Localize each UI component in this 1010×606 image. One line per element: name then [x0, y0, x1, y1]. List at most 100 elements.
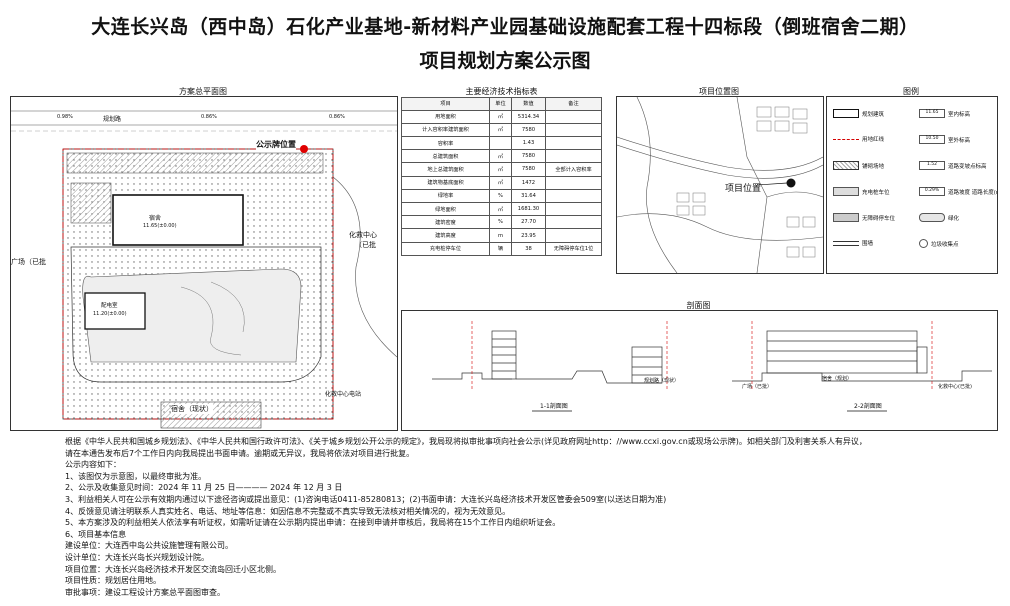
section-road-label: 规划路（现状） — [644, 378, 680, 384]
legend-swatch: 10.50 — [919, 135, 945, 144]
table-cell — [545, 135, 602, 151]
legend-item: 10.50 室外标高 — [919, 135, 970, 144]
notice-line: 审批事项：建设工程设计方案总平面图审查。 — [65, 587, 225, 597]
table-cell — [545, 215, 602, 230]
notice-line: 6、项目基本信息 — [65, 529, 127, 539]
header-cell: 数值 — [511, 97, 546, 111]
legend-swatch-value: 10.50 — [925, 136, 939, 141]
dorm-label: 宿舍 — [149, 215, 162, 222]
table-cell — [545, 188, 602, 204]
notice-line: 项目位置：大连长兴岛经济技术开发区交流岛回迁小区北侧。 — [65, 564, 281, 574]
table-cell: 计入容积率建筑面积 — [401, 122, 490, 137]
legend-item: 垃圾收集点 — [919, 239, 959, 248]
road-label: 规划路 — [103, 116, 122, 123]
table-cell: 建筑密度 — [401, 215, 490, 230]
table-row: 建筑密度%27.70 — [401, 215, 602, 230]
notice-line: 1、该图仅为示意图，以最终审批为准。 — [65, 471, 207, 481]
table-cell: ㎡ — [489, 109, 512, 124]
table-cell — [545, 175, 602, 190]
table-cell — [489, 135, 512, 151]
table-cell: 地上总建筑面积 — [401, 162, 490, 177]
slope-mid-label: 0.86% — [201, 114, 217, 120]
legend-swatch — [833, 161, 859, 170]
site-plan-drawing — [11, 110, 397, 429]
legend-item: 0.29% 道路坡度 道路长度(m) — [919, 187, 998, 196]
legend-label: 室内标高 — [948, 111, 971, 118]
site-plan-panel: 规划路 0.98% 0.86% 0.86% 公示牌位置 宿舍 11.65(±0.… — [10, 96, 398, 431]
table-cell: 1.43 — [511, 135, 546, 151]
legend-swatch-value: 0.29% — [924, 188, 940, 193]
section-center-label: 化救中心(已批) — [938, 384, 972, 390]
section-drawing-title: 剖面图 — [686, 301, 711, 310]
table-cell: 无障碍停车位1位 — [545, 241, 602, 257]
table-cell: ㎡ — [489, 149, 512, 164]
section-drawing — [432, 321, 992, 412]
legend-label: 道路坡度 道路长度(m) — [948, 189, 998, 196]
table-cell — [545, 122, 602, 137]
table-cell: % — [489, 215, 512, 230]
legend-label: 充电桩车位 — [862, 189, 890, 196]
legend-swatch: 0.29% — [919, 187, 945, 196]
table-cell: 7580 — [511, 162, 546, 177]
legend-swatch — [833, 109, 859, 118]
table-cell: 用地面积 — [401, 109, 490, 124]
table-cell: ㎡ — [489, 202, 512, 217]
table-cell: 建筑高度 — [401, 228, 490, 243]
legend-item: 铺砌场地 — [833, 161, 884, 170]
table-cell — [545, 202, 602, 217]
location-map-panel: 项目位置 — [616, 96, 824, 274]
legend-item: 规划建筑 — [833, 109, 884, 118]
table-cell: 绿地率 — [401, 188, 490, 204]
table-cell: 23.95 — [511, 228, 546, 243]
public-notice-text: 根据《中华人民共和国城乡规划法》、《中华人民共和国行政许可法》、《关于城乡规划公… — [65, 436, 995, 598]
table-cell: 27.70 — [511, 215, 546, 230]
table-cell: 辆 — [489, 241, 512, 257]
page-subtitle: 项目规划方案公示图 — [419, 50, 591, 72]
slope-left-label: 0.98% — [57, 114, 73, 120]
table-cell — [545, 109, 602, 124]
table-cell: 总建筑面积 — [401, 149, 490, 164]
legend-title: 图例 — [903, 87, 919, 96]
table-cell: 38 — [511, 241, 546, 257]
fire-center-road-label: 化救中心电站 — [325, 391, 362, 398]
legend-swatch — [919, 213, 945, 222]
legend-swatch — [919, 239, 928, 248]
legend-label: 用地红线 — [862, 137, 885, 143]
table-cell: 5314.34 — [511, 109, 546, 124]
culture-center-status: （已批 — [355, 241, 376, 249]
table-cell: 31.64 — [511, 188, 546, 204]
legend-swatch — [833, 240, 859, 246]
notice-line: 建设单位：大连西中岛公共设施管理有限公司。 — [65, 541, 233, 551]
existing-dorm-label: 宿舍（现状） — [171, 404, 213, 414]
table-header-row: 项目 单位 数值 备注 — [401, 97, 602, 111]
legend-label: 绿化 — [948, 215, 960, 222]
notice-line: 4、反馈意见请注明联系人真实姓名、电话、地址等信息：如因信息不完整或不真实导致无… — [65, 506, 511, 516]
notice-line: 3、利益相关人可在公示有效期内通过以下途径咨询或提出意见：(1)咨询电话0411… — [65, 494, 667, 504]
table-cell: 绿地面积 — [401, 202, 490, 217]
table-cell — [545, 228, 602, 243]
notice-line: 5、本方案涉及的利益相关人依法享有听证权，如需听证请在公示期内提出申请：在接到申… — [65, 518, 561, 528]
page-title: 大连长兴岛（西中岛）石化产业基地-新材料产业园基础设施配套工程十四标段（倒班宿舍… — [91, 16, 919, 38]
legend-label: 无障碍停车位 — [862, 215, 896, 222]
legend-swatch — [833, 187, 859, 196]
legend-item: 无障碍停车位 — [833, 213, 895, 222]
canteen-label: 配电室 — [101, 303, 118, 309]
plaza-label: 广场（已批 — [11, 258, 46, 266]
legend-swatch — [833, 213, 859, 222]
legend-label: 室外标高 — [948, 137, 971, 144]
table-cell: m — [489, 228, 512, 243]
table-cell: 7580 — [511, 149, 546, 164]
legend-swatch — [833, 138, 859, 140]
table-cell: 1472 — [511, 175, 546, 190]
notice-line: 设计单位：大连长兴岛长兴规划设计院。 — [65, 552, 209, 562]
